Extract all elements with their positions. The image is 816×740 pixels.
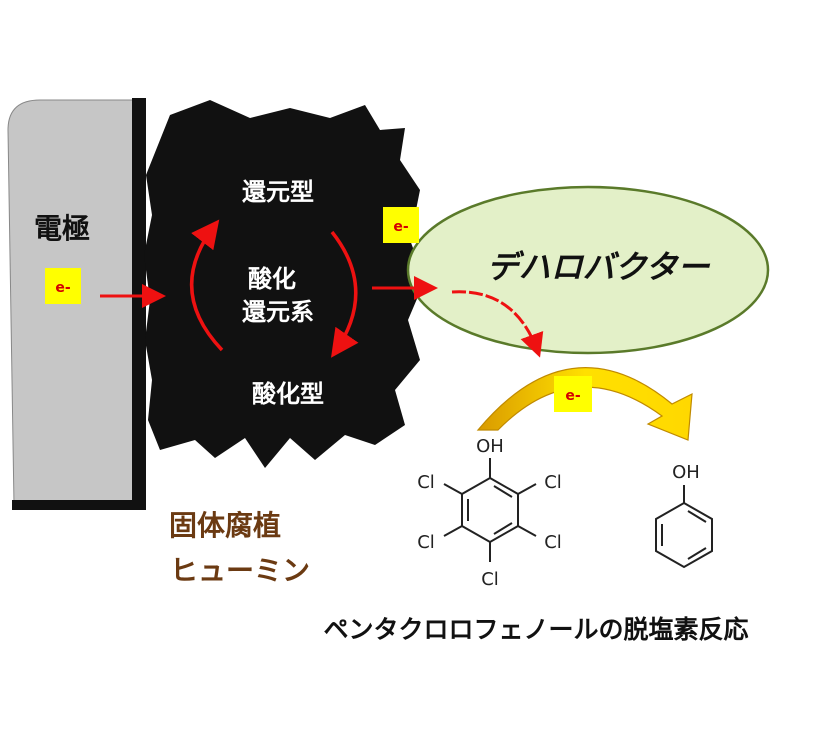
- dechlorination-reaction-arrow: [476, 367, 693, 441]
- humin-name-line2: ヒューミン: [170, 554, 310, 587]
- humin-electron-badge: e-: [383, 207, 419, 243]
- pcp-chlorine-label: Cl: [544, 532, 562, 553]
- oxidized-form-label: 酸化型: [252, 380, 324, 408]
- electrode-label: 電極: [34, 212, 90, 245]
- humin-name-line1: 固体腐植: [169, 509, 281, 542]
- pcp-hydroxyl-label: OH: [476, 436, 504, 457]
- phenol-structure: [655, 485, 713, 569]
- dehalobacter-cell: [406, 185, 770, 355]
- redox-label-line2: 還元系: [242, 298, 314, 326]
- reduction-arrow: [189, 219, 224, 352]
- reduced-form-label: 還元型: [242, 178, 314, 206]
- electron-label: e-: [55, 280, 70, 296]
- electron-label: e-: [565, 388, 580, 404]
- bacteria-to-reaction-arrow: [451, 290, 544, 358]
- phenol-hydroxyl-label: OH: [672, 462, 700, 483]
- pcp-chlorine-label: Cl: [417, 532, 435, 553]
- pentachlorophenol-structure: [443, 458, 537, 562]
- dehalobacter-label: デハロバクター: [487, 248, 711, 286]
- diagram-caption: ペンタクロロフェノールの脱塩素反応: [323, 615, 748, 644]
- electron-label: e-: [393, 219, 408, 235]
- electrode-electron-badge: e-: [45, 268, 81, 304]
- humin-blob: [144, 100, 425, 468]
- pcp-chlorine-label: Cl: [417, 472, 435, 493]
- oxidation-arrow: [330, 230, 359, 358]
- redox-label-line1: 酸化: [248, 265, 296, 293]
- reaction-electron-badge: e-: [554, 376, 592, 412]
- pcp-chlorine-label: Cl: [481, 569, 499, 590]
- pcp-chlorine-label: Cl: [544, 472, 562, 493]
